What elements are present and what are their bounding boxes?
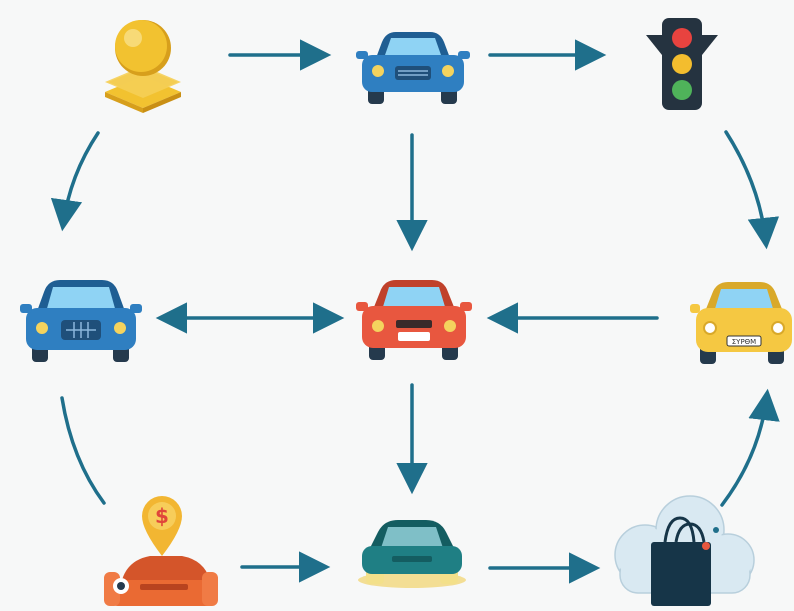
yellow-car-right-icon: ΣΥΡΘΜ [690, 282, 792, 364]
red-car-center-icon [356, 280, 472, 360]
car-with-dollar-pin-icon: $ [104, 496, 218, 606]
arrow-trafficlight-to-yellowcar [724, 130, 780, 250]
dollar-sign-text: $ [155, 504, 169, 528]
blue-car-top-icon [356, 32, 470, 104]
teal-car-bottom-icon [358, 520, 466, 588]
coin-stack-icon [105, 20, 181, 113]
arrow-cloudbag-to-yellowcar [720, 388, 780, 507]
traffic-light-icon [646, 18, 718, 110]
cloud-shopping-bag-icon [614, 495, 755, 606]
arrow-leftcar-to-orangecar [60, 396, 106, 505]
blue-car-left-icon [20, 280, 142, 362]
yellow-car-plate-text: ΣΥΡΘΜ [732, 338, 756, 346]
arrow-coin-to-leftcar [50, 131, 100, 232]
